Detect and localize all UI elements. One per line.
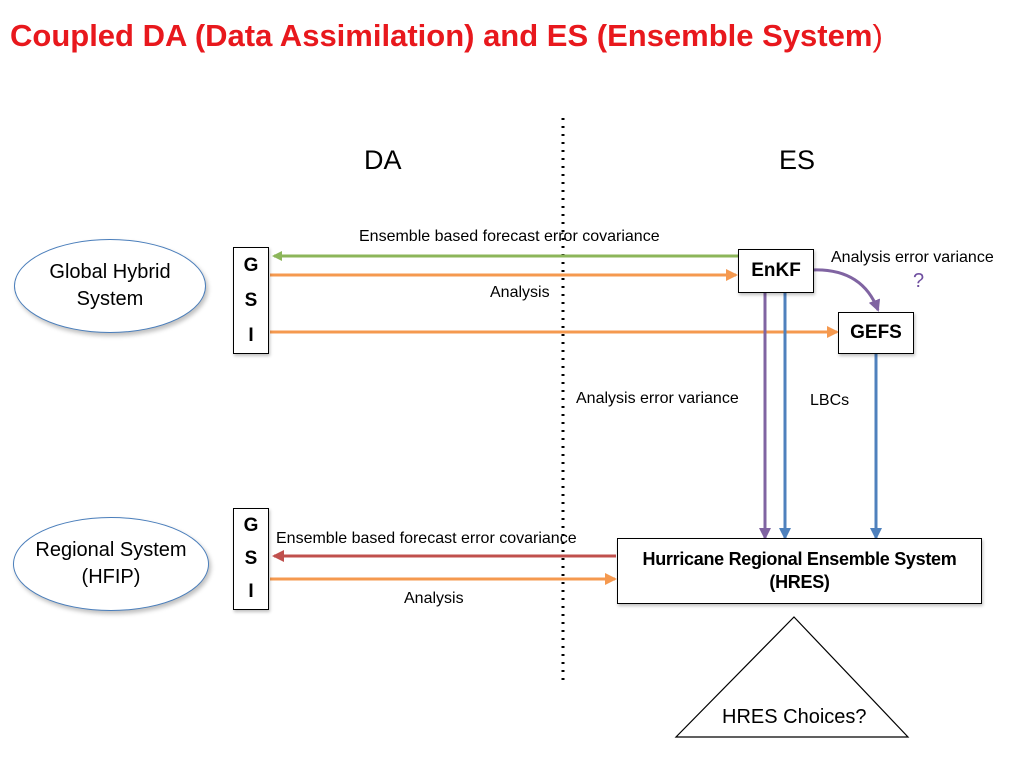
gsi-letter: G: [243, 254, 259, 276]
regional-system-ellipse: Regional System (HFIP): [13, 517, 209, 611]
analysis-error-variance-label-right: Analysis error variance: [831, 249, 994, 266]
gsi-letter: S: [244, 289, 258, 311]
lbcs-label: LBCs: [810, 392, 850, 409]
gsi-box-global: G S I: [233, 247, 269, 354]
global-line1: Global Hybrid: [49, 261, 171, 283]
hres-box: Hurricane Regional Ensemble System (HRES…: [617, 538, 982, 604]
title-close-paren: ): [872, 18, 883, 53]
question-mark: ?: [913, 270, 925, 292]
regional-line1: Regional System: [35, 539, 187, 561]
gsi-letter: I: [248, 324, 254, 346]
ensemble-covariance-label-bottom: Ensemble based forecast error covariance: [276, 530, 577, 547]
analysis-label-bottom: Analysis: [404, 590, 464, 607]
da-column-label: DA: [364, 145, 402, 175]
gefs-box: GEFS: [838, 312, 914, 354]
ensemble-covariance-label-top: Ensemble based forecast error covariance: [359, 228, 660, 245]
enkf-to-gefs-arrow: [811, 268, 881, 312]
gsi-box-regional: G S I: [233, 508, 269, 610]
global-line2: System: [76, 288, 144, 310]
gsi-letter: S: [244, 547, 258, 569]
enkf-box: EnKF: [738, 249, 814, 293]
hres-line2: (HRES): [769, 572, 830, 592]
hres-choices-triangle: [674, 616, 910, 738]
es-column-label: ES: [779, 145, 816, 175]
regional-line2: (HFIP): [81, 566, 141, 588]
hres-choices-text: HRES Choices?: [722, 706, 867, 728]
gsi-letter: I: [248, 581, 254, 603]
slide-title: Coupled DA (Data Assimilation) and ES (E…: [10, 18, 883, 54]
analysis-label-top: Analysis: [490, 284, 550, 301]
hres-line1: Hurricane Regional Ensemble System: [642, 548, 957, 569]
title-main: Coupled DA (Data Assimilation) and ES (E…: [10, 18, 873, 53]
gsi-letter: G: [243, 514, 259, 536]
analysis-error-variance-label-mid: Analysis error variance: [576, 390, 739, 407]
